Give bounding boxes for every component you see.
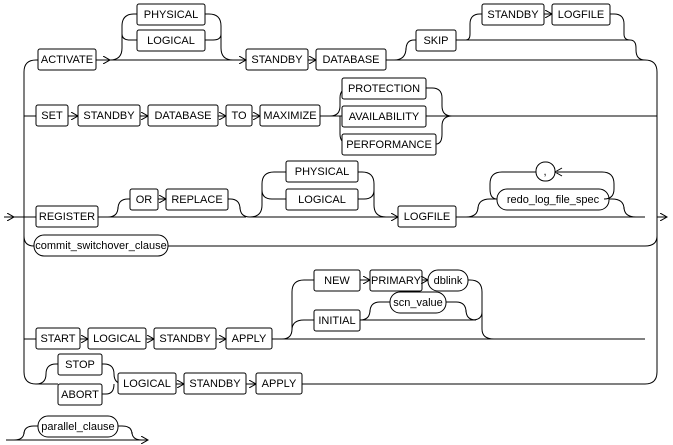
- svg-text:STANDBY: STANDBY: [83, 110, 135, 122]
- keyword-standby-stop: STANDBY: [183, 372, 247, 395]
- keyword-physical-register: PHYSICAL: [285, 160, 359, 183]
- svg-text:DATABASE: DATABASE: [154, 110, 211, 122]
- svg-text:MAXIMIZE: MAXIMIZE: [263, 110, 316, 122]
- keyword-stop: STOP: [57, 353, 103, 376]
- svg-text:LOGICAL: LOGICAL: [123, 378, 171, 390]
- keyword-standby-start: STANDBY: [153, 327, 217, 350]
- keyword-standby-set: STANDBY: [77, 104, 141, 127]
- svg-text:TO: TO: [231, 110, 247, 122]
- svg-text:REPLACE: REPLACE: [171, 194, 222, 206]
- nonterminal-redo-log-file-spec: redo_log_file_spec: [496, 188, 610, 211]
- svg-text:PERFORMANCE: PERFORMANCE: [346, 139, 432, 151]
- nonterminal-dblink: dblink: [427, 269, 469, 292]
- svg-text:LOGICAL: LOGICAL: [298, 194, 346, 206]
- svg-text:LOGFILE: LOGFILE: [558, 9, 604, 21]
- nonterminal-scn-value: scn_value: [389, 291, 447, 314]
- keyword-maximize: MAXIMIZE: [259, 104, 321, 127]
- svg-text:STOP: STOP: [65, 359, 95, 371]
- keyword-logfile-skip: LOGFILE: [551, 3, 611, 26]
- keyword-initial: INITIAL: [313, 309, 361, 332]
- keyword-register: REGISTER: [35, 205, 99, 228]
- keyword-apply-start: APPLY: [225, 327, 273, 350]
- row-commit-switchover: commit_switchover_clause: [33, 234, 658, 257]
- svg-text:redo_log_file_spec: redo_log_file_spec: [507, 194, 600, 206]
- svg-text:PHYSICAL: PHYSICAL: [144, 9, 198, 21]
- svg-text:dblink: dblink: [434, 275, 463, 287]
- svg-text:PRIMARY: PRIMARY: [371, 275, 422, 287]
- svg-text:scn_value: scn_value: [393, 297, 443, 309]
- svg-text:APPLY: APPLY: [262, 378, 297, 390]
- svg-text:PHYSICAL: PHYSICAL: [295, 166, 349, 178]
- keyword-logical: LOGICAL: [136, 29, 206, 52]
- svg-text:STANDBY: STANDBY: [487, 9, 539, 21]
- keyword-activate: ACTIVATE: [37, 48, 97, 71]
- keyword-database-set: DATABASE: [147, 104, 219, 127]
- nonterminal-parallel-clause: parallel_clause: [37, 415, 119, 438]
- svg-text:LOGICAL: LOGICAL: [147, 35, 195, 47]
- keyword-logical-start: LOGICAL: [87, 327, 147, 350]
- row-activate: ACTIVATE PHYSICAL LOGICAL STANDBY DATABA…: [36, 3, 646, 71]
- svg-text:STANDBY: STANDBY: [251, 54, 303, 66]
- svg-text:DATABASE: DATABASE: [322, 54, 379, 66]
- keyword-availability: AVAILABILITY: [341, 105, 427, 128]
- svg-text:STANDBY: STANDBY: [189, 378, 241, 390]
- row-start-logical: START LOGICAL STANDBY APPLY NEW PRIMARY: [35, 269, 645, 350]
- keyword-skip: SKIP: [415, 29, 457, 52]
- svg-text:OR: OR: [136, 194, 153, 206]
- main-frame-lines: [4, 59, 667, 385]
- svg-text:AVAILABILITY: AVAILABILITY: [349, 111, 420, 123]
- svg-text:START: START: [40, 333, 75, 345]
- keyword-start: START: [35, 327, 81, 350]
- row-set-standby: SET STANDBY DATABASE TO MAXIMIZE PR: [35, 77, 657, 156]
- keyword-logical-stop: LOGICAL: [117, 372, 177, 395]
- keyword-abort: ABORT: [57, 383, 103, 406]
- keyword-apply-stop: APPLY: [255, 372, 303, 395]
- svg-text:STANDBY: STANDBY: [159, 333, 211, 345]
- row-stop-abort: STOP ABORT LOGICAL STANDBY APPLY: [35, 353, 645, 406]
- svg-text:commit_switchover_clause: commit_switchover_clause: [35, 240, 166, 252]
- nonterminal-commit-switchover-clause: commit_switchover_clause: [33, 234, 169, 257]
- keyword-replace: REPLACE: [165, 188, 229, 211]
- keyword-logfile-register: LOGFILE: [397, 205, 457, 228]
- svg-text:ACTIVATE: ACTIVATE: [41, 54, 93, 66]
- row-parallel-clause: parallel_clause: [6, 415, 148, 440]
- keyword-set: SET: [35, 104, 69, 127]
- svg-text:,: ,: [543, 166, 546, 178]
- svg-text:SET: SET: [41, 110, 63, 122]
- keyword-database: DATABASE: [315, 48, 387, 71]
- svg-text:NEW: NEW: [324, 275, 350, 287]
- keyword-new: NEW: [313, 269, 361, 292]
- svg-text:SKIP: SKIP: [423, 35, 448, 47]
- svg-text:APPLY: APPLY: [232, 333, 267, 345]
- svg-text:LOGFILE: LOGFILE: [404, 211, 450, 223]
- svg-text:PROTECTION: PROTECTION: [348, 83, 420, 95]
- svg-text:parallel_clause: parallel_clause: [41, 421, 114, 433]
- svg-text:INITIAL: INITIAL: [318, 315, 355, 327]
- keyword-physical: PHYSICAL: [136, 3, 206, 26]
- svg-text:ABORT: ABORT: [61, 389, 99, 401]
- keyword-performance: PERFORMANCE: [341, 133, 437, 156]
- keyword-standby-skip: STANDBY: [481, 3, 545, 26]
- svg-text:REGISTER: REGISTER: [39, 211, 95, 223]
- keyword-standby: STANDBY: [245, 48, 309, 71]
- keyword-primary: PRIMARY: [369, 269, 423, 292]
- keyword-or: OR: [129, 188, 159, 211]
- keyword-comma: ,: [535, 161, 556, 182]
- keyword-logical-register: LOGICAL: [285, 188, 359, 211]
- svg-text:LOGICAL: LOGICAL: [93, 333, 141, 345]
- keyword-to: TO: [225, 104, 253, 127]
- keyword-protection: PROTECTION: [341, 77, 427, 100]
- row-register: REGISTER OR REPLACE PHYSICAL LOGICAL: [35, 160, 645, 228]
